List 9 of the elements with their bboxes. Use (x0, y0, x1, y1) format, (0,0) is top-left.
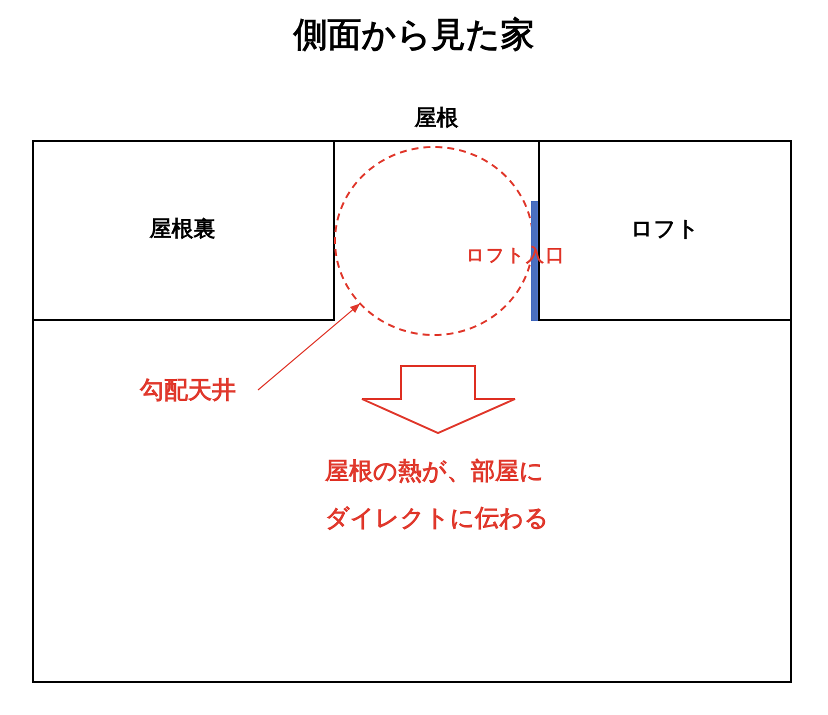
callout-text: 勾配天井 (140, 372, 258, 408)
title: 側面から見た家 (292, 14, 536, 57)
room-label: ロフト (630, 216, 700, 244)
loft-entrance-label: ロフト入口 (466, 244, 566, 268)
note-text: 屋根の熱が、部屋にダイレクトに伝わる (325, 456, 550, 534)
room-box (32, 140, 335, 321)
section-heading: 屋根 (413, 105, 460, 133)
arrow (258, 304, 360, 390)
room-label: 屋根裏 (150, 216, 216, 244)
